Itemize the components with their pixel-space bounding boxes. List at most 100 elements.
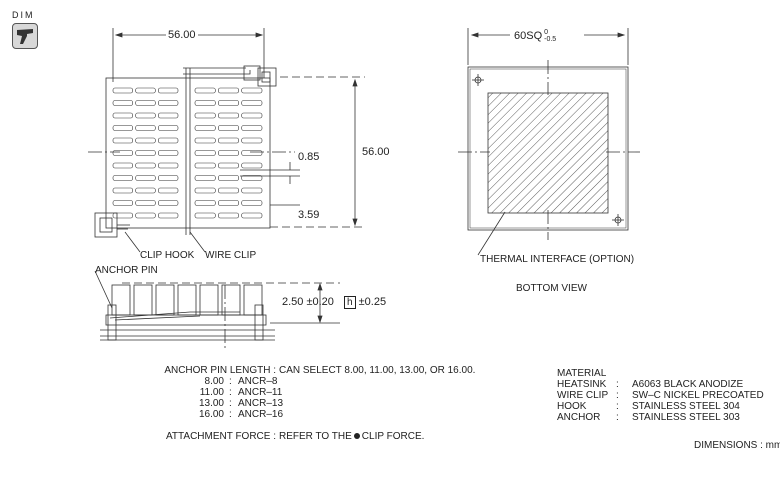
fin-slot bbox=[158, 212, 179, 219]
dim-offset-b: 3.59 bbox=[298, 209, 320, 221]
fin-slot bbox=[112, 125, 133, 131]
fin-slot bbox=[135, 125, 156, 131]
fin-slot bbox=[135, 150, 156, 156]
bullet-icon bbox=[353, 433, 360, 440]
fin-slot bbox=[194, 212, 216, 219]
fin-slot bbox=[158, 137, 179, 144]
dim-side-height: 2.50 ±0.20 bbox=[282, 296, 334, 308]
side-fin bbox=[243, 284, 263, 316]
fin-slot bbox=[135, 137, 156, 144]
fin-slot bbox=[194, 87, 216, 94]
anchor-length: 13.00 bbox=[198, 398, 224, 409]
side-view bbox=[94, 270, 340, 350]
tol-lower: -0.5 bbox=[544, 36, 557, 43]
material-part: WIRE CLIP bbox=[557, 390, 609, 401]
fin-slot bbox=[241, 212, 263, 219]
dim-square-value: 60SQ bbox=[514, 29, 543, 42]
material-value: STAINLESS STEEL 303 bbox=[632, 412, 740, 423]
fin-slot bbox=[241, 87, 263, 94]
material-part: HEATSINK bbox=[557, 379, 607, 390]
fin-slot bbox=[194, 112, 216, 119]
material-part: ANCHOR bbox=[557, 412, 601, 423]
fin-slot bbox=[135, 175, 156, 181]
fin-slot bbox=[112, 212, 133, 219]
tol-value: ±0.25 bbox=[358, 296, 387, 308]
fin-slot bbox=[241, 200, 263, 206]
anchor-pin-length-label: ANCHOR PIN LENGTH : bbox=[164, 365, 276, 376]
fin-slot bbox=[194, 125, 216, 131]
material-separator: : bbox=[616, 401, 619, 412]
label-wire-clip: WIRE CLIP bbox=[205, 250, 257, 261]
dim-front-height: 56.00 bbox=[362, 146, 390, 158]
tol-symbol-box: h bbox=[344, 296, 356, 309]
anchor-separator: : bbox=[229, 387, 232, 398]
side-tolerance: h ±0.25 bbox=[344, 296, 386, 309]
fin-slot bbox=[135, 112, 156, 119]
fin-slot bbox=[135, 212, 156, 219]
front-view bbox=[105, 28, 277, 235]
label-clip-hook: CLIP HOOK bbox=[140, 250, 195, 261]
side-fin bbox=[177, 284, 197, 316]
fin-slot bbox=[158, 175, 179, 181]
fin-slot bbox=[194, 162, 216, 169]
fin-slot bbox=[112, 137, 133, 144]
material-separator: : bbox=[616, 379, 619, 390]
fin-slot bbox=[218, 200, 239, 206]
side-fin bbox=[111, 284, 131, 316]
material-value: A6063 BLACK ANODIZE bbox=[632, 379, 744, 390]
fin-slot bbox=[194, 187, 216, 194]
fin-slot bbox=[218, 187, 239, 194]
fin-slot bbox=[194, 200, 216, 206]
side-fin bbox=[199, 284, 219, 316]
fin-slot bbox=[194, 150, 216, 156]
bottom-view bbox=[458, 28, 640, 256]
dimensions-units: DIMENSIONS : mm bbox=[694, 440, 780, 451]
anchor-part-number: ANCR–16 bbox=[238, 409, 284, 420]
fin-slot bbox=[112, 112, 133, 119]
label-thermal-interface: THERMAL INTERFACE (OPTION) bbox=[480, 254, 635, 265]
anchor-separator: : bbox=[229, 398, 232, 409]
fin-slot bbox=[158, 200, 179, 206]
fin-slot bbox=[112, 87, 133, 94]
fin-slot bbox=[194, 100, 216, 106]
anchor-separator: : bbox=[229, 376, 232, 387]
side-fin bbox=[133, 284, 153, 316]
fin-slot bbox=[135, 100, 156, 106]
material-part: HOOK bbox=[557, 401, 587, 412]
fin-slot bbox=[218, 212, 239, 219]
fin-slot bbox=[241, 150, 263, 156]
fin-slot bbox=[218, 137, 239, 144]
fin-slot bbox=[112, 187, 133, 194]
heatsink-fins bbox=[112, 87, 263, 219]
logo-text: DIM bbox=[12, 10, 35, 20]
dim-offset-a: 0.85 bbox=[298, 151, 320, 163]
fin-slot bbox=[218, 125, 239, 131]
dim-logo: DIM bbox=[12, 10, 42, 49]
side-fin bbox=[221, 284, 241, 316]
fin-slot bbox=[158, 162, 179, 169]
attachment-force-label: ATTACHMENT FORCE : bbox=[166, 431, 276, 442]
fin-slot bbox=[135, 187, 156, 194]
side-fin bbox=[155, 284, 175, 316]
front-view-details bbox=[88, 76, 365, 253]
material-separator: : bbox=[616, 390, 619, 401]
fin-slot bbox=[241, 187, 263, 194]
fin-slot bbox=[158, 100, 179, 106]
label-anchor-pin: ANCHOR PIN bbox=[95, 265, 158, 276]
anchor-length: 16.00 bbox=[198, 409, 224, 420]
fin-slot bbox=[241, 125, 263, 131]
fin-slot bbox=[218, 150, 239, 156]
anchor-pin-length-value: CAN SELECT 8.00, 11.00, 13.00, OR 16.00. bbox=[279, 365, 476, 376]
fin-slot bbox=[241, 100, 263, 106]
material-value: SW–C NICKEL PRECOATED bbox=[632, 390, 764, 401]
fin-slot bbox=[158, 125, 179, 131]
anchor-length: 11.00 bbox=[199, 387, 224, 398]
fin-slot bbox=[158, 150, 179, 156]
anchor-length: 8.00 bbox=[204, 376, 224, 387]
material-title: MATERIAL bbox=[557, 368, 607, 379]
fin-slot bbox=[218, 175, 239, 181]
material-value: STAINLESS STEEL 304 bbox=[632, 401, 740, 412]
